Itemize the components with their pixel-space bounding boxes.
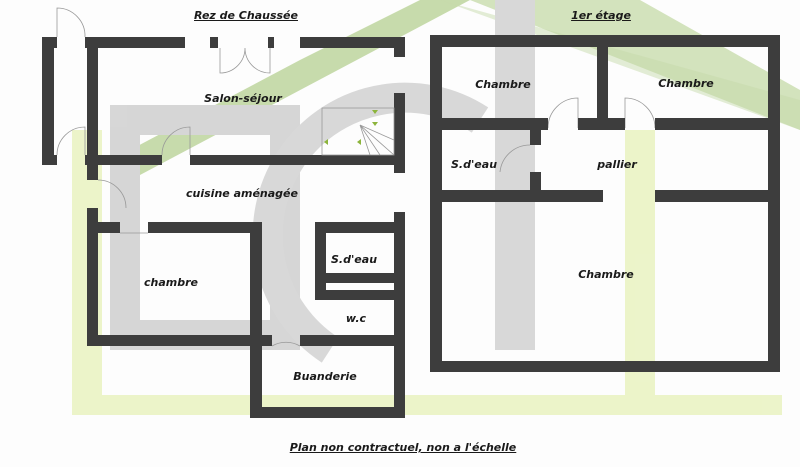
room-chambre-3: Chambre — [578, 268, 634, 281]
ground-floor-title: Rez de Chaussée — [194, 9, 298, 22]
room-chambre-1: Chambre — [475, 78, 531, 91]
doors-stairs — [56, 7, 656, 347]
room-sdeau-rdc: S.d'eau — [330, 253, 378, 266]
room-buanderie: Buanderie — [293, 370, 357, 383]
disclaimer-footer: Plan non contractuel, non a l'échelle — [289, 441, 517, 454]
room-wc: w.c — [345, 312, 367, 325]
walls-ground-floor — [42, 37, 405, 418]
room-cuisine: cuisine aménagée — [186, 187, 298, 200]
room-pallier: pallier — [597, 158, 637, 171]
room-chambre-2: Chambre — [658, 77, 714, 90]
room-sdeau-etage: S.d'eau — [450, 158, 498, 171]
room-chambre-rdc: chambre — [144, 276, 198, 289]
room-salon-sejour: Salon-séjour — [204, 92, 282, 105]
upper-floor-title: 1er étage — [571, 9, 631, 22]
stair-arrows — [324, 110, 378, 145]
walls-upper-floor — [430, 35, 780, 372]
